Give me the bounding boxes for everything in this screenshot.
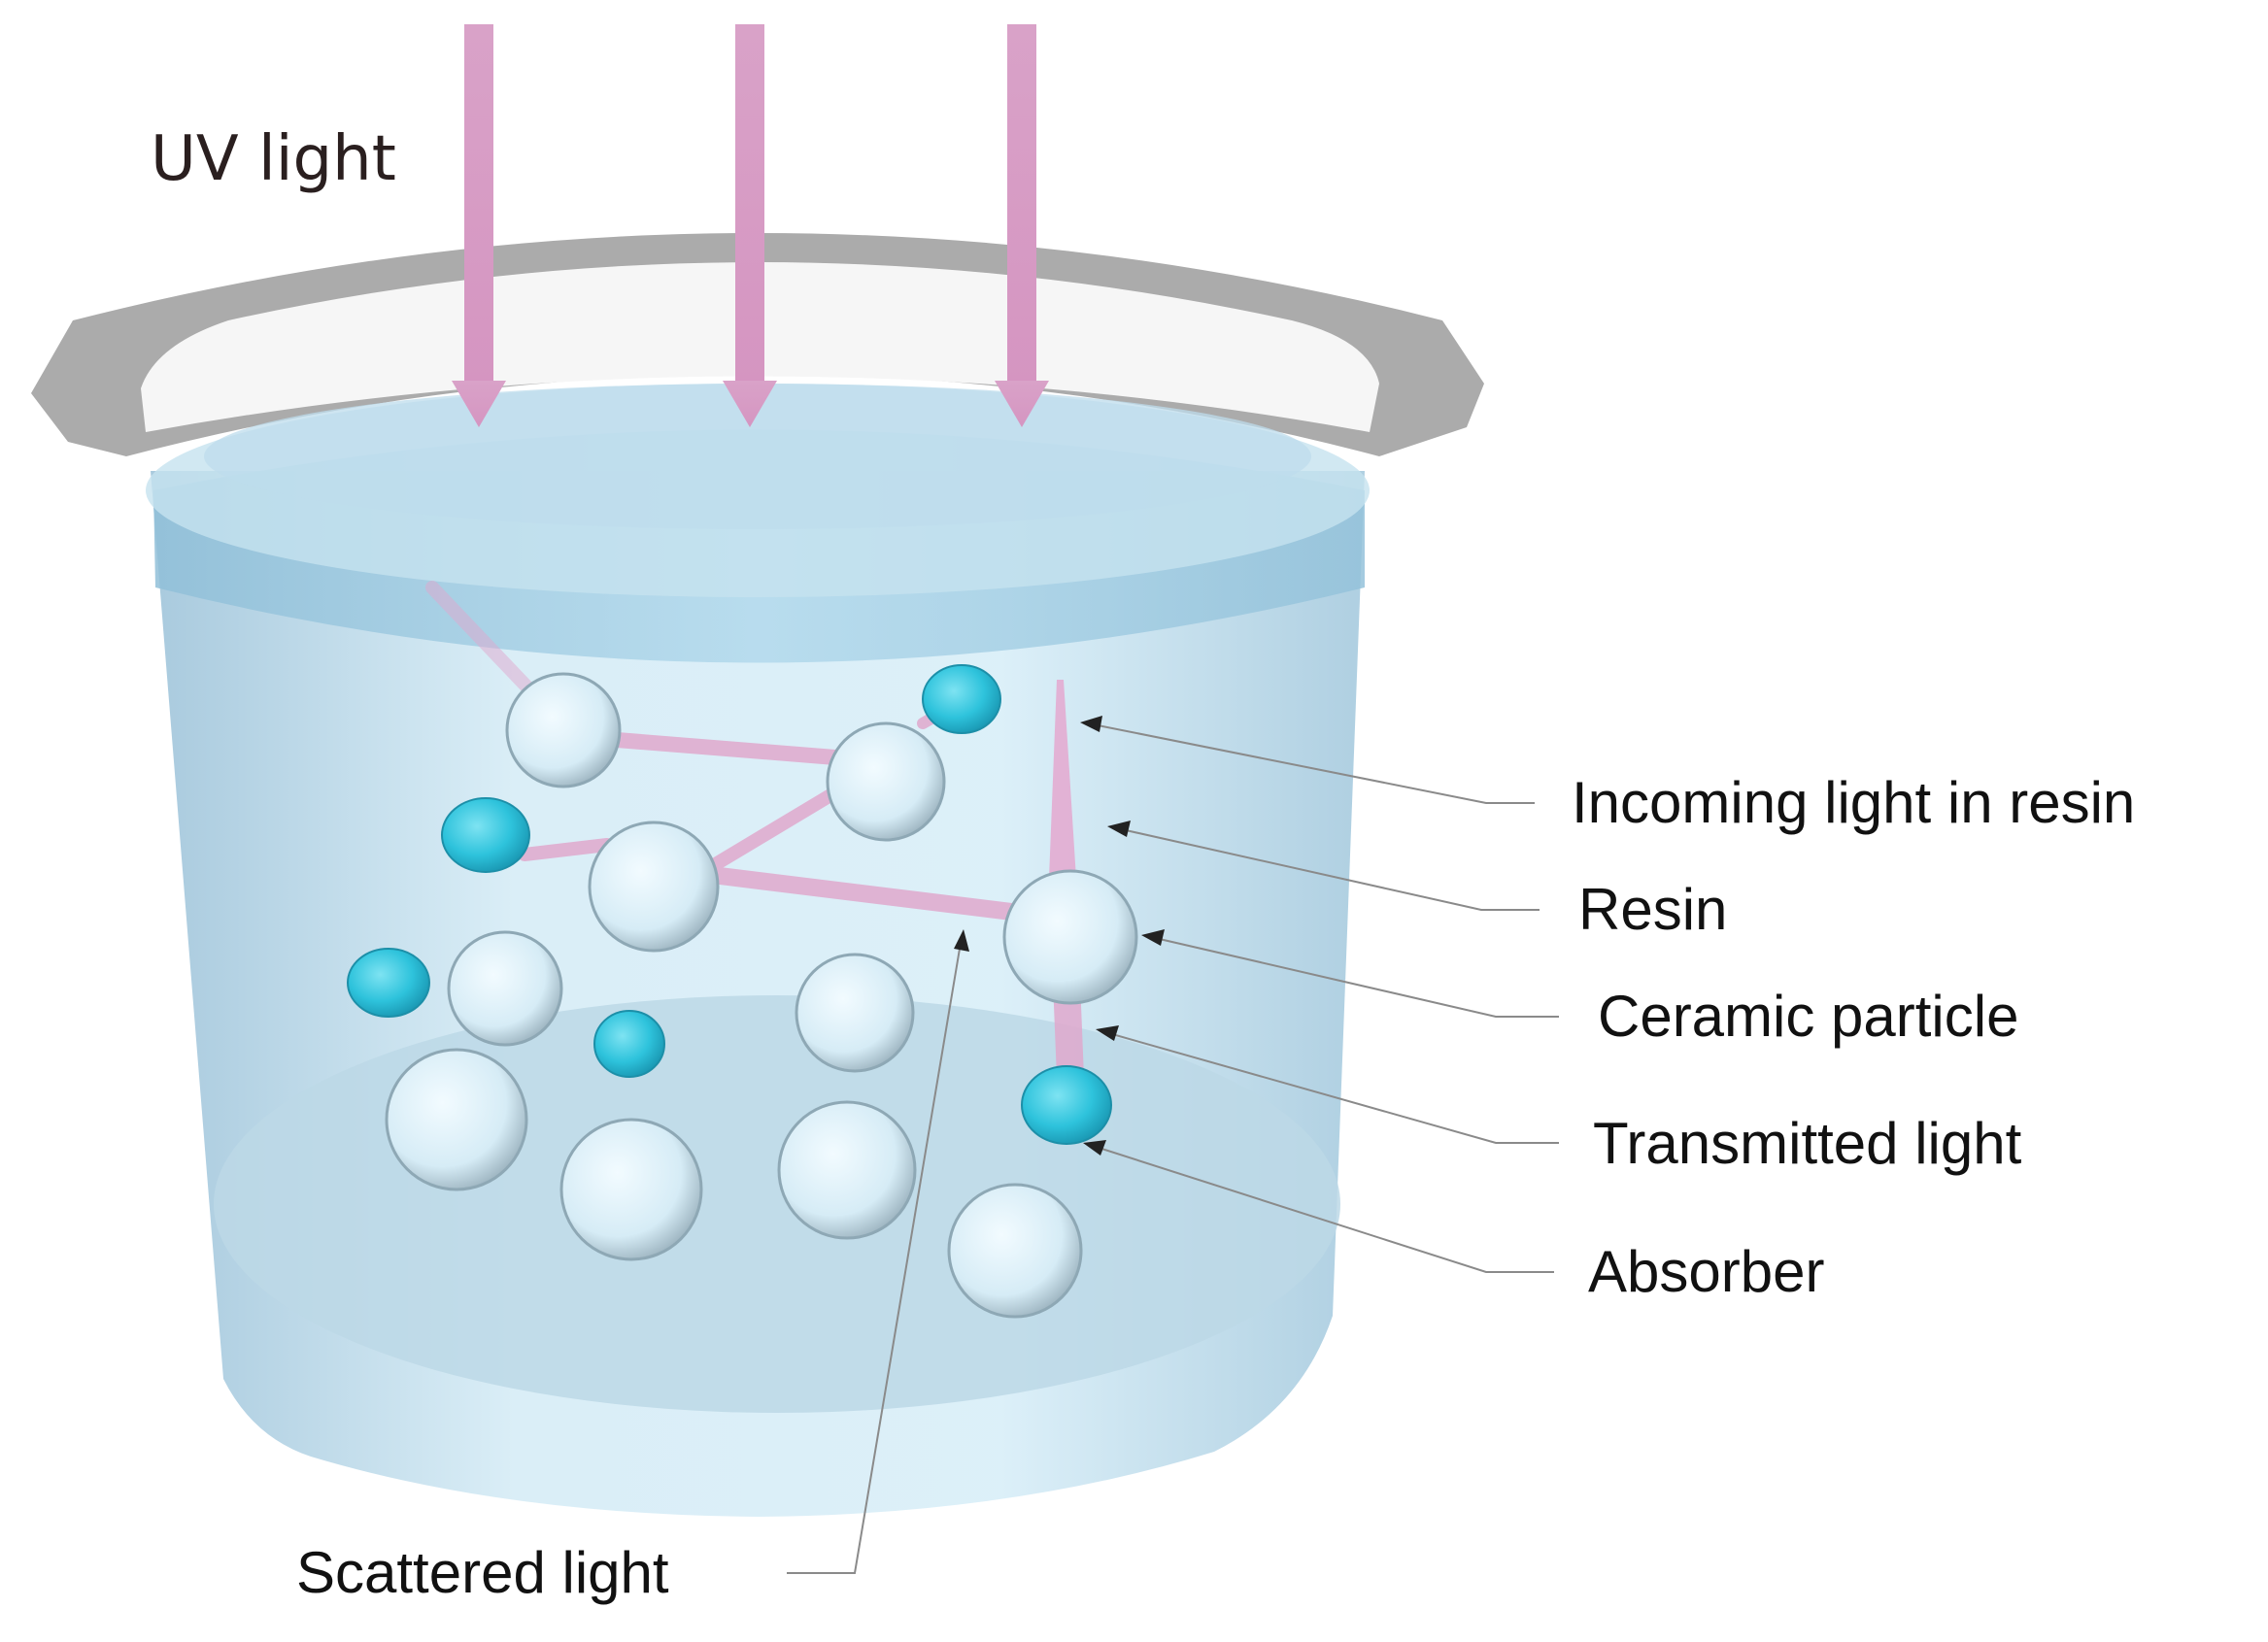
- light-path-3: [693, 780, 852, 881]
- arrowhead-transmitted-light: [1096, 1025, 1119, 1041]
- uv-light-label: UV light: [151, 123, 396, 195]
- uv-arrow: [452, 24, 506, 427]
- leader-ceramic-particle: [1150, 936, 1559, 1018]
- absorber: [593, 1010, 665, 1078]
- ceramic-particle: [447, 930, 563, 1047]
- leader-resin: [1116, 827, 1540, 911]
- uv-arrow: [995, 24, 1049, 427]
- ceramic-particle-label: Ceramic particle: [1598, 984, 2018, 1049]
- absorber: [922, 664, 1001, 734]
- uv-arrow: [723, 24, 777, 427]
- arrowhead-ceramic-particle: [1141, 929, 1165, 946]
- light-path-4: [518, 838, 614, 861]
- absorber: [1021, 1065, 1112, 1145]
- arrowhead-scattered-light: [954, 929, 969, 952]
- scattered-light-label: Scattered light: [296, 1540, 669, 1605]
- light-path-1: [425, 581, 536, 696]
- leader-lines: [787, 716, 1559, 1574]
- ceramic-particle: [826, 721, 946, 842]
- light-path-2: [585, 730, 843, 765]
- ceramic-particle: [505, 672, 622, 788]
- arrowhead-resin: [1107, 821, 1131, 837]
- resin-bottom: [214, 995, 1340, 1413]
- incoming-light-ray: [1049, 680, 1076, 879]
- resin-label: Resin: [1578, 877, 1727, 942]
- incoming-light-label: Incoming light in resin: [1572, 770, 2135, 835]
- light-path-5: [695, 865, 1067, 926]
- leader-transmitted-light: [1104, 1031, 1559, 1144]
- absorber: [347, 948, 430, 1018]
- ceramic-particle: [795, 953, 915, 1073]
- arrowhead-absorber: [1083, 1140, 1106, 1156]
- absorber: [441, 797, 530, 873]
- ceramic-particle: [559, 1118, 703, 1261]
- ceramic-particle: [588, 821, 720, 953]
- transmitted-light-label: Transmitted light: [1593, 1111, 2022, 1176]
- ceramic-particle: [385, 1048, 528, 1191]
- leader-absorber: [1092, 1145, 1554, 1273]
- ceramic-particle: [777, 1100, 917, 1240]
- leader-incoming-light: [1087, 722, 1535, 804]
- ceramic-particle: [1002, 869, 1138, 1005]
- absorbers: [347, 664, 1112, 1145]
- uv-arrows: [452, 24, 1049, 427]
- leader-scattered-light: [787, 936, 963, 1574]
- ceramic-particles: [385, 672, 1138, 1319]
- absorber-label: Absorber: [1588, 1239, 1824, 1304]
- ceramic-particle: [947, 1183, 1083, 1319]
- arrowhead-incoming-light: [1080, 716, 1102, 732]
